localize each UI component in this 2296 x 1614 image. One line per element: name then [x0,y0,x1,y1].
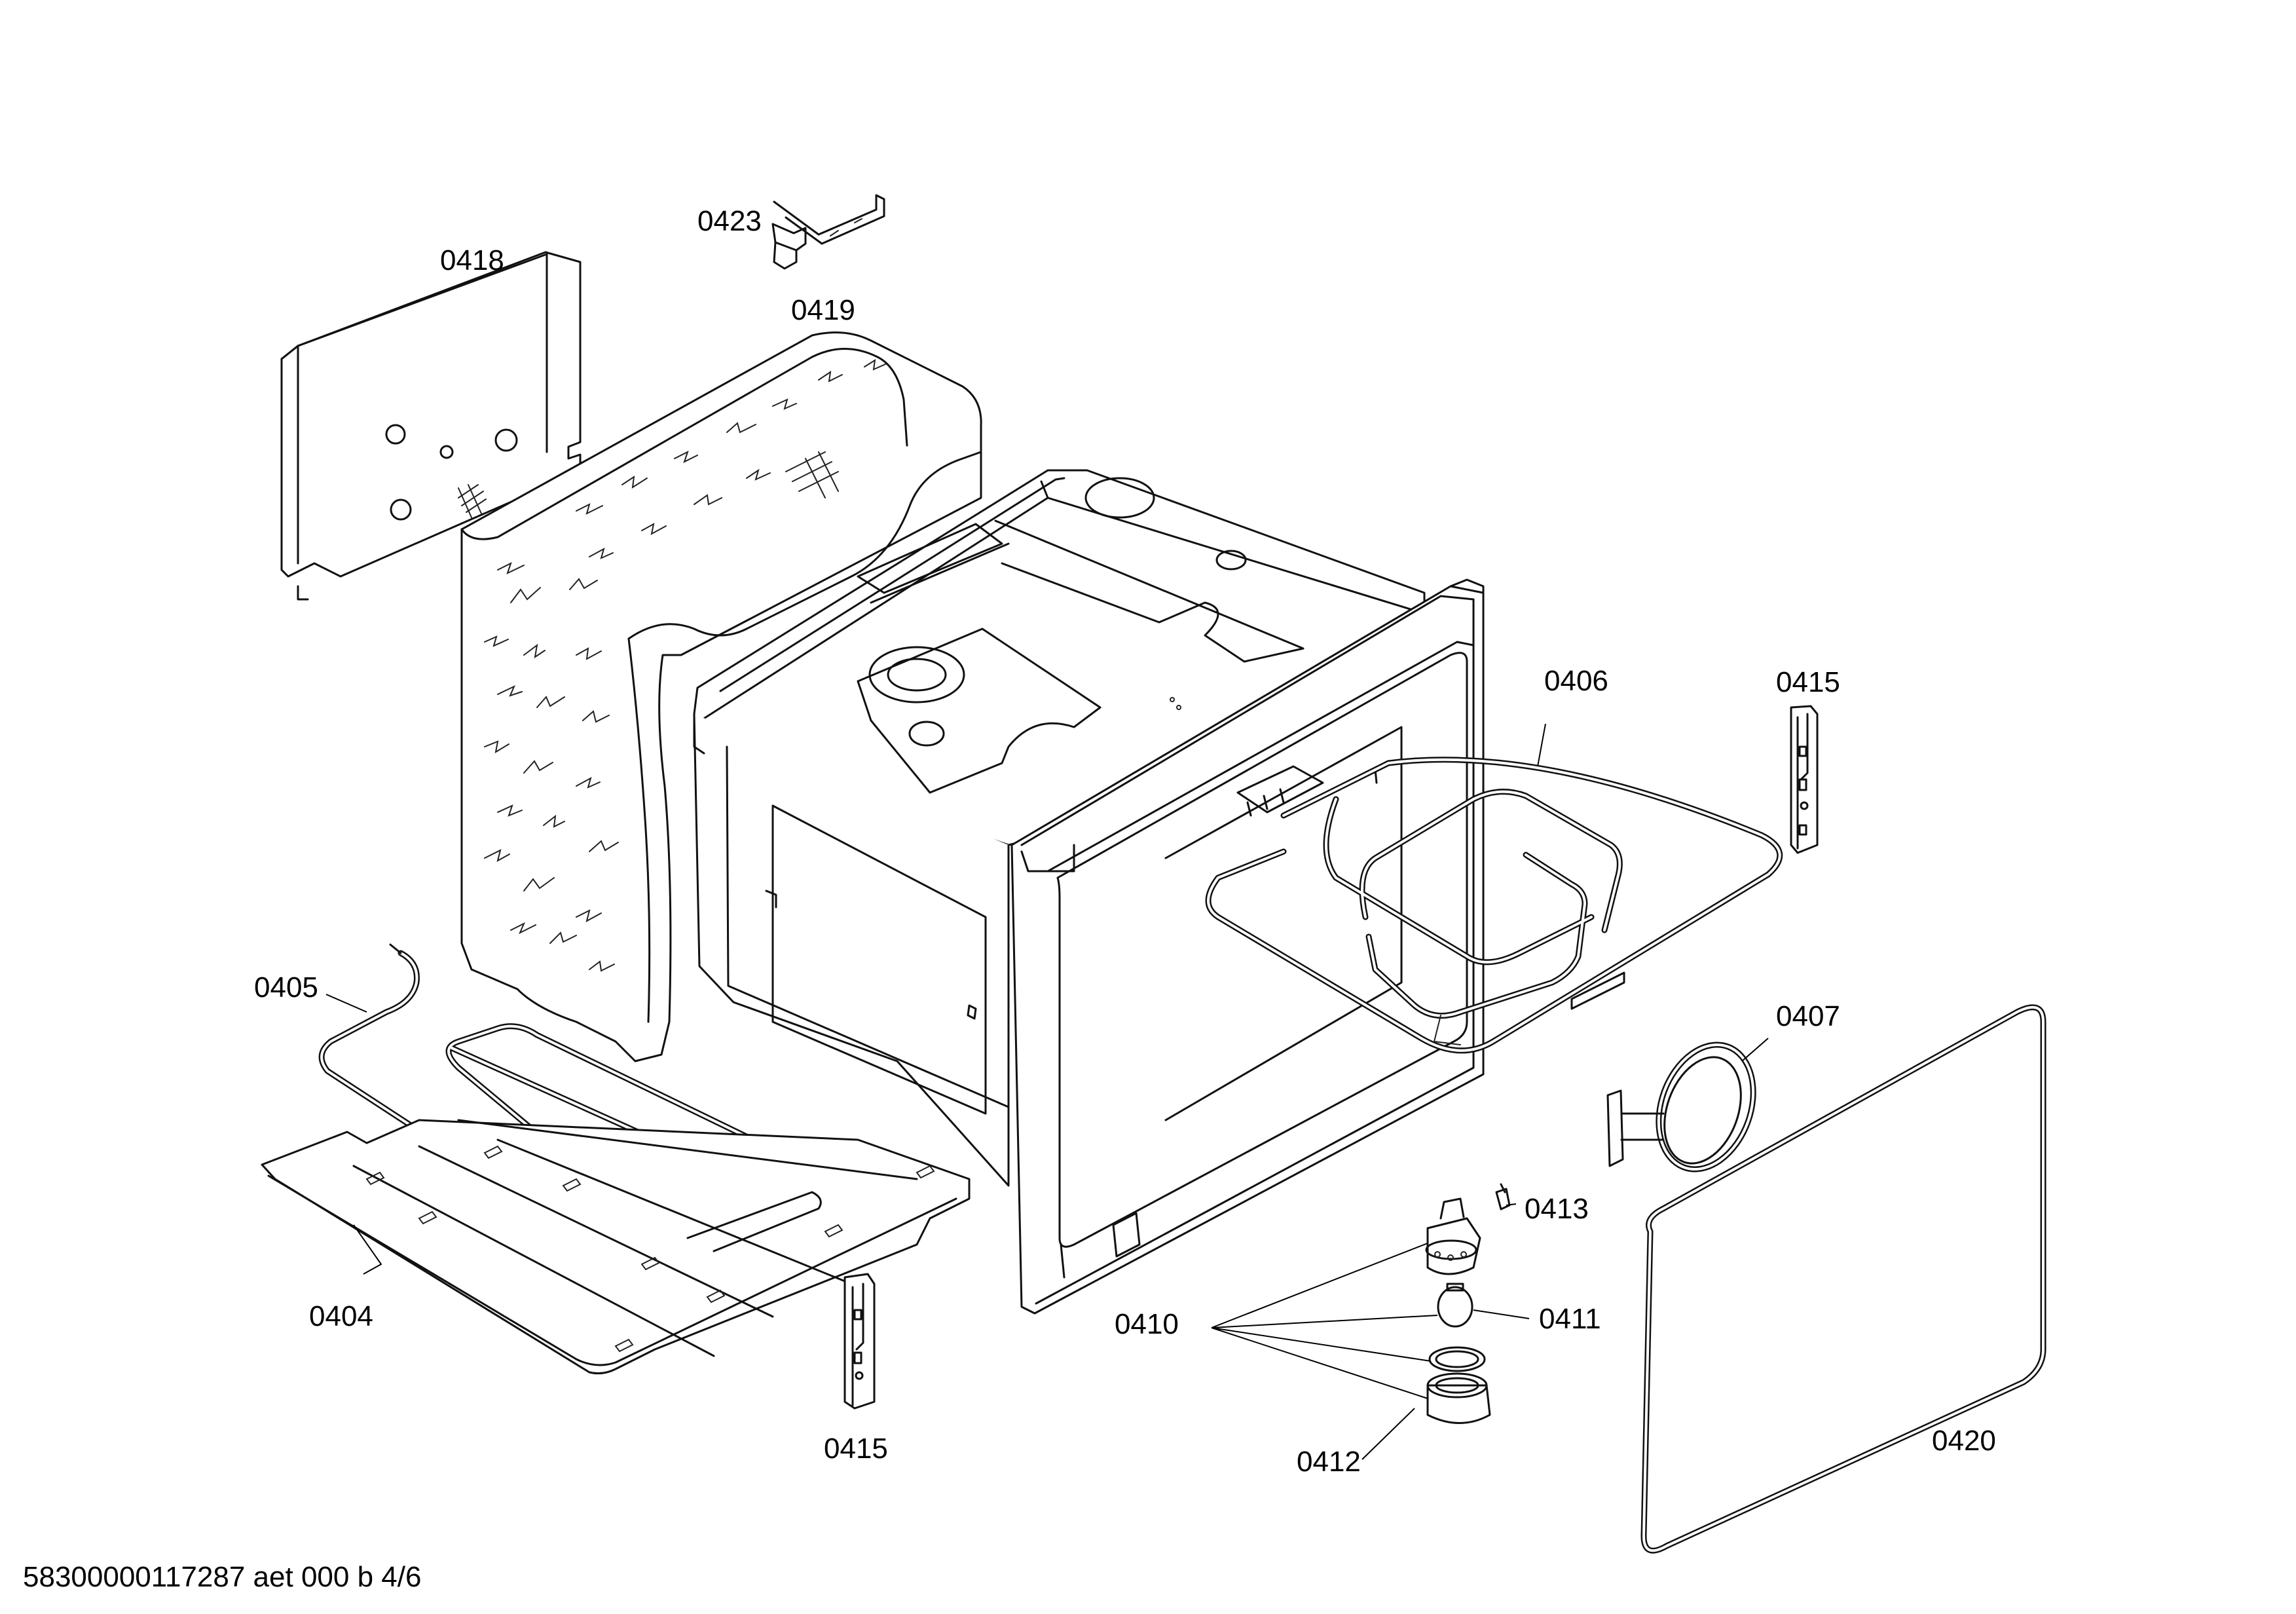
front-frame [1010,578,1485,1315]
leader-lines [325,723,1769,1460]
label-0406: 0406 [1544,665,1608,697]
lamp-bulb-0411 [1437,1283,1473,1328]
door-seal-0420 [1640,1004,2046,1554]
document-code: 58300000117287 aet 000 b 4/6 [23,1561,421,1593]
label-0412: 0412 [1297,1446,1361,1478]
label-0423: 0423 [697,205,762,237]
label-0420: 0420 [1932,1425,1996,1457]
heating-element-0406 [1205,757,1783,1054]
label-0410: 0410 [1115,1308,1179,1340]
bracket-0423 [771,194,885,270]
insulation-wrap-0419 [460,331,982,1062]
label-0413: 0413 [1525,1193,1589,1225]
label-0405: 0405 [254,971,318,1004]
label-0411: 0411 [1539,1303,1601,1335]
label-0415-top: 0415 [1776,666,1840,698]
lamp-seal-ring [1428,1346,1486,1372]
label-0418: 0418 [440,244,504,276]
bottom-tray-0404 [261,1119,971,1375]
lamp-cover-0412 [1426,1372,1491,1424]
part-labels: 0418 0423 0419 0406 0415 0405 0407 0413 … [254,205,1996,1478]
runner-bracket-0415-bottom [843,1273,876,1410]
ring-element-0407 [1606,1042,1756,1173]
label-0407: 0407 [1776,1000,1840,1032]
label-0404: 0404 [309,1300,373,1332]
oven-cavity [693,469,1426,1187]
label-0415-bottom: 0415 [824,1433,888,1465]
lamp-socket-0410 [1425,1197,1481,1275]
runner-bracket-0415-top [1790,705,1819,854]
label-0419: 0419 [791,294,855,326]
